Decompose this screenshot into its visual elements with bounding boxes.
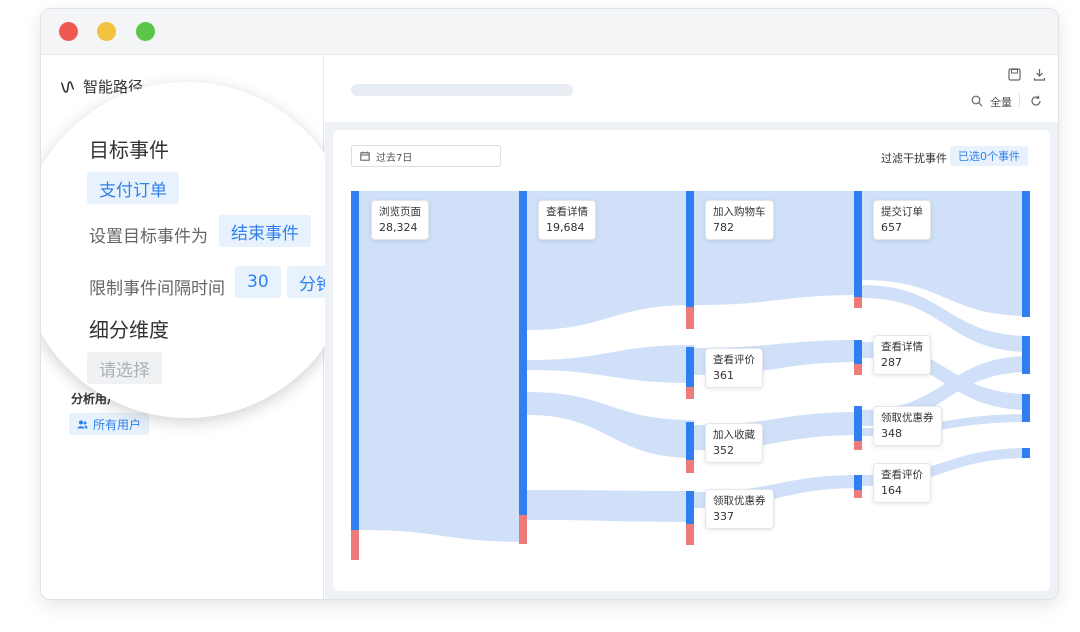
sankey-chart xyxy=(351,191,1030,560)
calendar-icon xyxy=(360,151,370,161)
set-as-label: 设置目标事件为 xyxy=(89,227,208,247)
node-n3d-dropoff xyxy=(854,490,862,498)
date-range-picker[interactable]: 过去7日 xyxy=(351,145,501,167)
node-n2d xyxy=(686,491,694,524)
node-tooltip-n3a[interactable]: 提交订单 657 xyxy=(873,200,931,240)
node-tooltip-n3c[interactable]: 领取优惠券 348 xyxy=(873,406,942,446)
node-value: 164 xyxy=(881,484,902,497)
close-window-button[interactable] xyxy=(59,22,78,41)
search-icon[interactable] xyxy=(969,93,985,109)
sankey-flows xyxy=(359,191,1030,542)
sidebar: 智能路径 分析用户群 所有用户 目标事件 支付订单 设置目标事件为 结束事件 限… xyxy=(41,56,355,599)
target-event-title: 目标事件 xyxy=(89,138,169,162)
node-label: 领取优惠券 xyxy=(713,495,766,507)
node-label: 浏览页面 xyxy=(379,206,421,218)
flow-n0-n1 xyxy=(359,191,527,542)
refresh-icon[interactable] xyxy=(1028,93,1044,109)
node-tooltip-n2d[interactable]: 领取优惠券 337 xyxy=(705,489,774,529)
node-n4b xyxy=(1022,336,1030,374)
maximize-window-button[interactable] xyxy=(136,22,155,41)
title-bar xyxy=(41,9,1058,55)
node-label: 查看详情 xyxy=(881,341,923,353)
node-n3c-dropoff xyxy=(854,441,862,450)
flow-n1-n2c xyxy=(527,392,694,458)
node-tooltip-n3d[interactable]: 查看评价 164 xyxy=(873,463,931,503)
node-n4d xyxy=(1022,448,1030,458)
node-label: 加入收藏 xyxy=(713,429,755,441)
flow-n1-n2b xyxy=(527,345,694,383)
node-value: 337 xyxy=(713,510,734,523)
segment-selector[interactable]: 所有用户 xyxy=(69,413,150,435)
breakdown-title: 细分维度 xyxy=(89,318,169,342)
minimize-window-button[interactable] xyxy=(97,22,116,41)
node-value: 287 xyxy=(881,356,902,369)
node-label: 加入购物车 xyxy=(713,206,766,218)
node-n4c xyxy=(1022,394,1030,422)
title-placeholder xyxy=(351,84,573,96)
node-n3b-dropoff xyxy=(854,364,862,375)
node-n2a xyxy=(686,191,694,307)
date-range-value: 过去7日 xyxy=(376,152,413,164)
toolbar-divider xyxy=(1019,93,1020,107)
main-header: 全量 xyxy=(325,56,1058,122)
node-n1 xyxy=(519,191,527,515)
segment-value: 所有用户 xyxy=(93,417,142,432)
node-value: 348 xyxy=(881,427,902,440)
node-tooltip-n2b[interactable]: 查看评价 361 xyxy=(705,348,763,388)
node-n0-dropoff xyxy=(351,530,359,560)
node-n2c xyxy=(686,422,694,460)
node-value: 352 xyxy=(713,444,734,457)
node-n3a xyxy=(854,191,862,297)
node-tooltip-n2c[interactable]: 加入收藏 352 xyxy=(705,423,763,463)
node-label: 查看详情 xyxy=(546,206,588,218)
node-value: 28,324 xyxy=(379,221,418,234)
node-value: 361 xyxy=(713,369,734,382)
node-n2b-dropoff xyxy=(686,387,694,399)
node-value: 782 xyxy=(713,221,734,234)
brand-logo-icon xyxy=(60,80,75,93)
node-n1-dropoff xyxy=(519,515,527,544)
node-value: 657 xyxy=(881,221,902,234)
node-n3d xyxy=(854,475,862,490)
node-n2a-dropoff xyxy=(686,307,694,329)
set-as-end-event-chip[interactable]: 结束事件 xyxy=(219,215,311,247)
node-tooltip-n3b[interactable]: 查看详情 287 xyxy=(873,335,931,375)
node-label: 领取优惠券 xyxy=(881,412,934,424)
main-area: 全量 过去7日 过滤干扰事件 已选0个事件 xyxy=(325,56,1058,599)
flow-n3a-n4b xyxy=(862,285,1030,352)
sankey-nodes xyxy=(351,191,1030,560)
node-label: 查看评价 xyxy=(713,354,755,366)
flow-n1-n2d xyxy=(527,490,694,522)
interval-label: 限制事件间隔时间 xyxy=(89,279,225,299)
breakdown-select[interactable]: 请选择 xyxy=(87,352,162,384)
node-tooltip-n1[interactable]: 查看详情 19,684 xyxy=(538,200,596,240)
users-icon xyxy=(77,420,88,428)
node-n3a-dropoff xyxy=(854,297,862,308)
node-value: 19,684 xyxy=(546,221,585,234)
node-n2c-dropoff xyxy=(686,460,694,473)
node-label: 查看评价 xyxy=(881,469,923,481)
save-icon[interactable] xyxy=(1006,66,1022,82)
node-n3b xyxy=(854,340,862,364)
node-n4a xyxy=(1022,191,1030,317)
full-data-label[interactable]: 全量 xyxy=(990,96,1012,109)
node-label: 提交订单 xyxy=(881,206,923,218)
node-n3c xyxy=(854,406,862,441)
node-tooltip-n2a[interactable]: 加入购物车 782 xyxy=(705,200,774,240)
node-n2d-dropoff xyxy=(686,524,694,545)
filter-events-selector[interactable]: 已选0个事件 xyxy=(950,146,1028,166)
filter-events-label: 过滤干扰事件 xyxy=(881,152,947,165)
app-window: 智能路径 分析用户群 所有用户 目标事件 支付订单 设置目标事件为 结束事件 限… xyxy=(40,8,1059,600)
download-icon[interactable] xyxy=(1031,66,1047,82)
interval-value-input[interactable]: 30 xyxy=(235,266,281,298)
node-n0 xyxy=(351,191,359,530)
node-tooltip-n0[interactable]: 浏览页面 28,324 xyxy=(371,200,429,240)
target-event-chip[interactable]: 支付订单 xyxy=(87,172,179,204)
node-n2b xyxy=(686,347,694,387)
magnifier-lens: 目标事件 支付订单 设置目标事件为 结束事件 限制事件间隔时间 30 分钟 细分… xyxy=(41,82,355,418)
sankey-panel: 过去7日 过滤干扰事件 已选0个事件 xyxy=(333,130,1050,591)
